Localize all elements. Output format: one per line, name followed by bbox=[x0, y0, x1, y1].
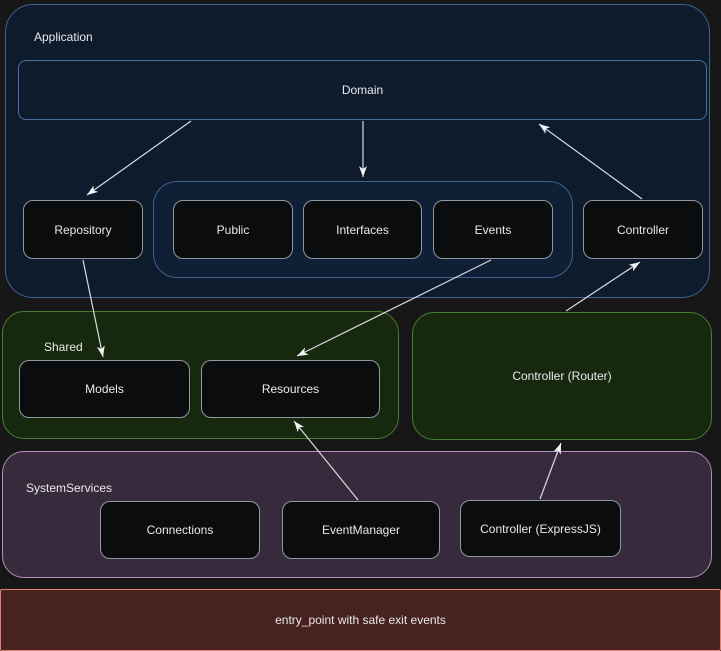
system-services-layer-label: SystemServices bbox=[26, 481, 113, 495]
application-layer-label: Application bbox=[34, 30, 93, 44]
event-manager-node: EventManager bbox=[282, 501, 440, 559]
shared-layer-label: Shared bbox=[44, 340, 83, 354]
repository-node: Repository bbox=[23, 200, 143, 259]
controller-router-node: Controller (Router) bbox=[412, 312, 712, 440]
connections-node-label: Connections bbox=[146, 523, 214, 537]
public-node-label: Public bbox=[216, 222, 250, 237]
models-node-label: Models bbox=[85, 382, 124, 396]
entry-point-bar-label: entry_point with safe exit events bbox=[275, 613, 446, 627]
controller-node-label: Controller bbox=[616, 222, 670, 237]
resources-node-label: Resources bbox=[261, 382, 320, 396]
resources-node: Resources bbox=[201, 360, 380, 418]
interfaces-node: Interfaces bbox=[303, 200, 422, 259]
public-node: Public bbox=[173, 200, 293, 259]
domain-node: Domain bbox=[18, 60, 707, 120]
entry-point-bar: entry_point with safe exit events bbox=[0, 589, 721, 651]
events-node-label: Events bbox=[474, 222, 512, 237]
repository-node-label: Repository bbox=[54, 222, 112, 237]
event-manager-node-label: EventManager bbox=[321, 523, 401, 537]
controller-expressjs-node: Controller (ExpressJS) bbox=[460, 500, 621, 557]
controller-router-node-label: Controller (Router) bbox=[512, 369, 612, 383]
domain-node-label: Domain bbox=[341, 83, 384, 97]
controller-node: Controller bbox=[583, 200, 703, 259]
connections-node: Connections bbox=[100, 501, 260, 559]
interfaces-node-label: Interfaces bbox=[336, 222, 389, 237]
controller-expressjs-node-label: Controller (ExpressJS) bbox=[480, 521, 601, 536]
events-node: Events bbox=[433, 200, 553, 259]
models-node: Models bbox=[19, 360, 190, 418]
